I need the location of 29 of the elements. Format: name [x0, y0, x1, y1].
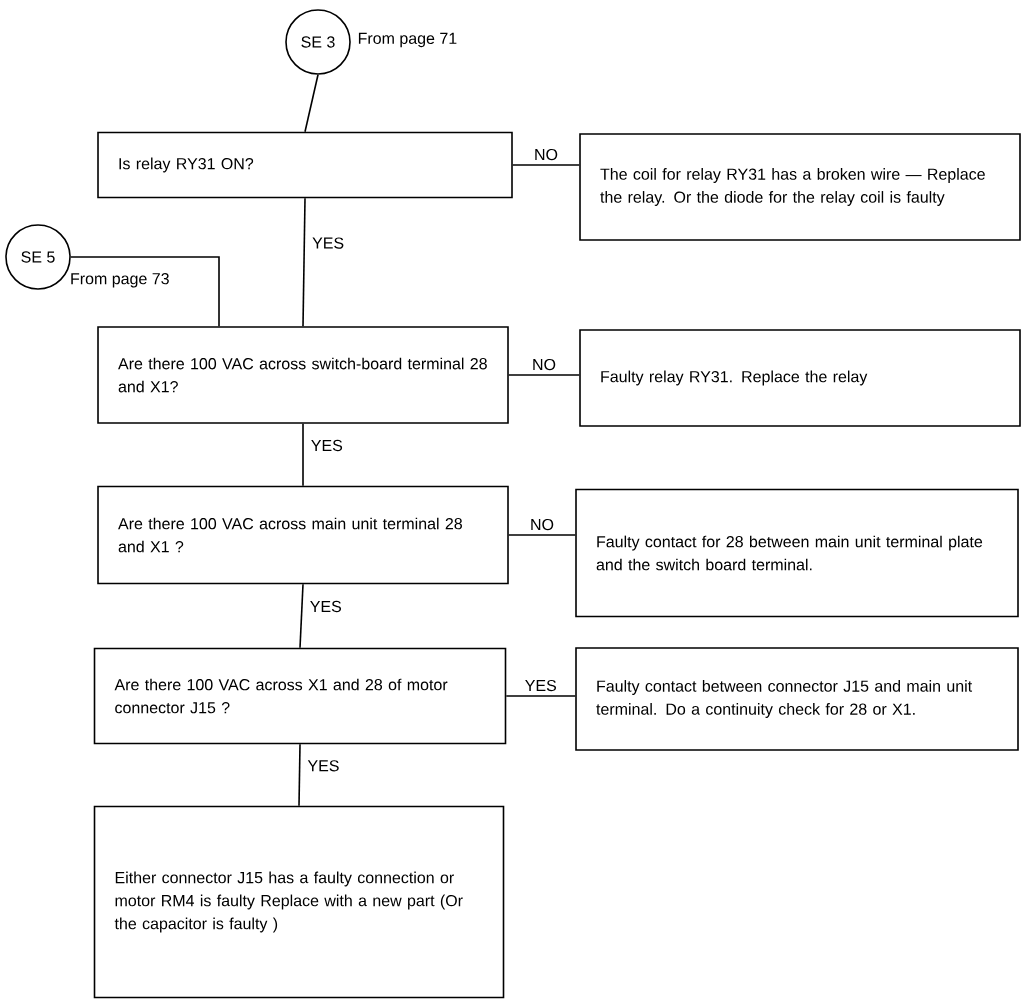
connector-line	[505, 695, 576, 697]
edge-label: YES	[312, 237, 344, 249]
process-box: Are there 100 VAC across switch-board terminal 28 and X1?	[97, 326, 509, 424]
process-box: The coil for relay RY31 has a broken wire — Replace the relay. Or the diode for the relay coil is faulty	[579, 133, 1021, 241]
connector-line	[512, 164, 580, 166]
process-box: Faulty contact between connector J15 and main unit terminal. Do a continuity check for 28 or X1.	[575, 647, 1019, 751]
process-box: Is relay RY31 ON?	[97, 131, 513, 199]
connector-line	[302, 197, 306, 327]
edge-label: NO	[533, 358, 556, 371]
edge-label: YES	[525, 679, 557, 692]
process-box: Faulty contact for 28 between main unit terminal plate and the switch board terminal.	[575, 488, 1019, 618]
connector-line	[70, 256, 220, 327]
connector-line	[304, 74, 319, 133]
process-box: Faulty relay RY31. Replace the relay	[579, 329, 1021, 427]
edge-label: YES	[311, 439, 343, 452]
page-reference: From page 73	[71, 273, 169, 288]
edge-label: YES	[307, 760, 339, 772]
edge-label: NO	[531, 518, 554, 531]
connector-line	[299, 583, 304, 649]
connector-line	[508, 374, 580, 376]
edge-label: NO	[535, 148, 558, 161]
page-reference: From page 71	[358, 32, 457, 48]
process-box: Either connector J15 has a faulty connection or motor RM4 is faulty Replace with a new part (Or the capacitor is faulty )	[93, 805, 505, 999]
connector-line	[302, 423, 304, 487]
connector-line	[508, 534, 576, 536]
process-box: Are there 100 VAC across main unit terminal 28 and X1 ?	[97, 485, 509, 585]
connector-line	[298, 743, 301, 807]
process-box: Are there 100 VAC across X1 and 28 of motor connector J15 ?	[93, 647, 507, 745]
edge-label: YES	[310, 600, 342, 613]
